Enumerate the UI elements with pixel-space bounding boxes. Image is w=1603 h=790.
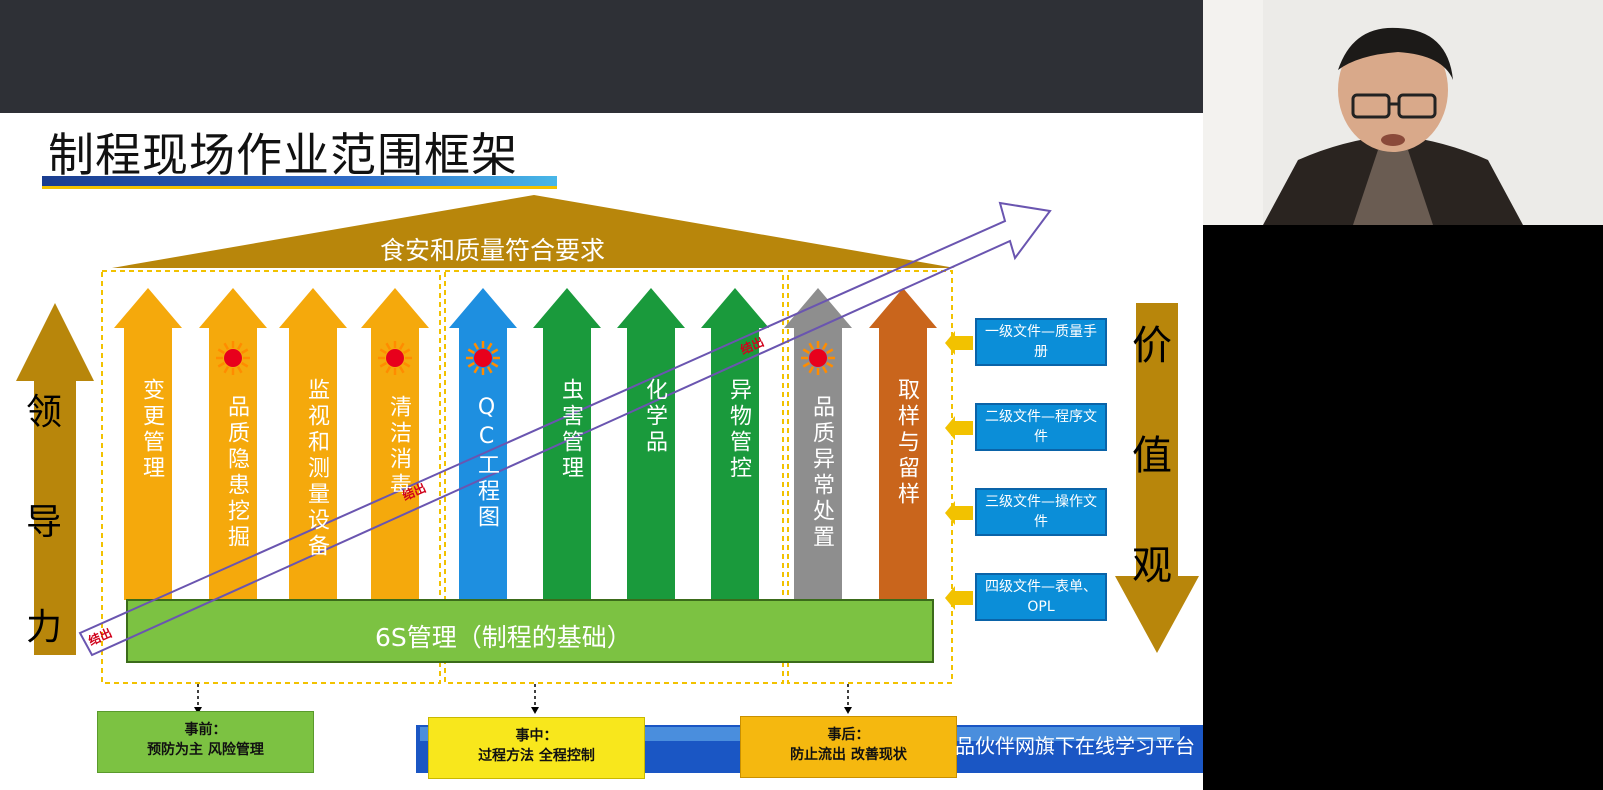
phase-before-title: 事前： xyxy=(184,722,227,738)
pillar-arrow-4 xyxy=(361,288,429,600)
pillar-label-4: 清洁消毒 xyxy=(386,395,411,499)
phase-before-desc: 预防为主 风险管理 xyxy=(147,742,264,758)
leadership-char-3: 力 xyxy=(26,607,63,648)
pillar-arrow-10 xyxy=(869,288,937,600)
doc-arrow-3 xyxy=(945,501,973,525)
phase-after-title: 事后： xyxy=(827,727,870,743)
framework-diagram xyxy=(16,195,1203,773)
base-label: 6S管理（制程的基础） xyxy=(375,623,632,652)
pillar-label-2: 品质隐患挖掘 xyxy=(224,395,249,551)
frame-group-during xyxy=(444,270,784,684)
doc-level-3: 三级文件—操作文件 xyxy=(975,488,1107,536)
pillar-arrow-7 xyxy=(617,288,685,600)
phase-during-desc: 过程方法 全程控制 xyxy=(478,748,595,764)
pillar-label-8: 异物管控 xyxy=(726,378,751,482)
doc-arrow-4 xyxy=(945,586,973,610)
leadership-char-2: 导 xyxy=(26,502,63,543)
leadership-char-1: 领 xyxy=(26,392,63,433)
title-underline-accent xyxy=(42,186,557,189)
doc-level-2: 二级文件—程序文件 xyxy=(975,403,1107,451)
title-underline xyxy=(42,176,557,186)
phase-during: 事中： 过程方法 全程控制 xyxy=(428,717,645,779)
pillar-arrow-6 xyxy=(533,288,601,600)
phase-during-title: 事中： xyxy=(515,728,558,744)
slide: 制程现场作业范围框架 食安和质量符合要求 6S管理（制程的基础） 变更管理 品质隐… xyxy=(0,113,1203,790)
top-bar xyxy=(0,0,1203,113)
frame-group-after xyxy=(787,270,953,684)
leadership-arrow xyxy=(16,303,94,655)
blank-area xyxy=(1203,225,1603,790)
pillar-arrow-1 xyxy=(114,288,182,600)
pillar-label-9: 品质异常处置 xyxy=(809,395,834,551)
doc-level-1: 一级文件—质量手册 xyxy=(975,318,1107,366)
phase-after: 事后： 防止流出 改善现状 xyxy=(740,716,957,778)
warning-sun-icon xyxy=(801,341,835,375)
values-char-3: 观 xyxy=(1132,543,1172,589)
roof-label: 食安和质量符合要求 xyxy=(380,236,606,265)
base-bar xyxy=(126,599,934,663)
values-char-1: 价 xyxy=(1132,323,1172,369)
banner-text: 品伙伴网旗下在线学习平台 xyxy=(955,734,1195,758)
pillar-label-3: 监视和测量设备 xyxy=(304,378,329,560)
frame-group-before xyxy=(101,270,441,684)
phase-before: 事前： 预防为主 风险管理 xyxy=(97,711,314,773)
pillar-label-1: 变更管理 xyxy=(139,378,164,482)
presenter-video xyxy=(1203,0,1603,225)
pillar-arrow-9 xyxy=(784,288,852,600)
pillar-label-5: QC工程图 xyxy=(474,395,499,531)
pillar-label-7: 化学品 xyxy=(642,378,667,456)
growth-arrow xyxy=(78,201,1052,657)
slide-title: 制程现场作业范围框架 xyxy=(48,128,518,182)
warning-sun-icon xyxy=(378,341,412,375)
warning-sun-icon xyxy=(216,341,250,375)
doc-arrow-2 xyxy=(945,416,973,440)
warning-sun-icon xyxy=(466,341,500,375)
pillar-arrow-8 xyxy=(701,288,769,600)
pillar-arrow-5 xyxy=(449,288,517,600)
values-char-2: 值 xyxy=(1132,433,1172,479)
phase-after-desc: 防止流出 改善现状 xyxy=(790,747,907,763)
pillar-label-6: 虫害管理 xyxy=(558,378,583,482)
doc-level-4: 四级文件—表单、OPL xyxy=(975,573,1107,621)
roof xyxy=(112,195,955,268)
pillar-arrow-2 xyxy=(199,288,267,600)
webcam-feed xyxy=(1203,0,1603,225)
pillar-label-10: 取样与留样 xyxy=(894,378,919,508)
doc-arrow-1 xyxy=(945,331,973,355)
values-arrow xyxy=(1115,303,1199,653)
